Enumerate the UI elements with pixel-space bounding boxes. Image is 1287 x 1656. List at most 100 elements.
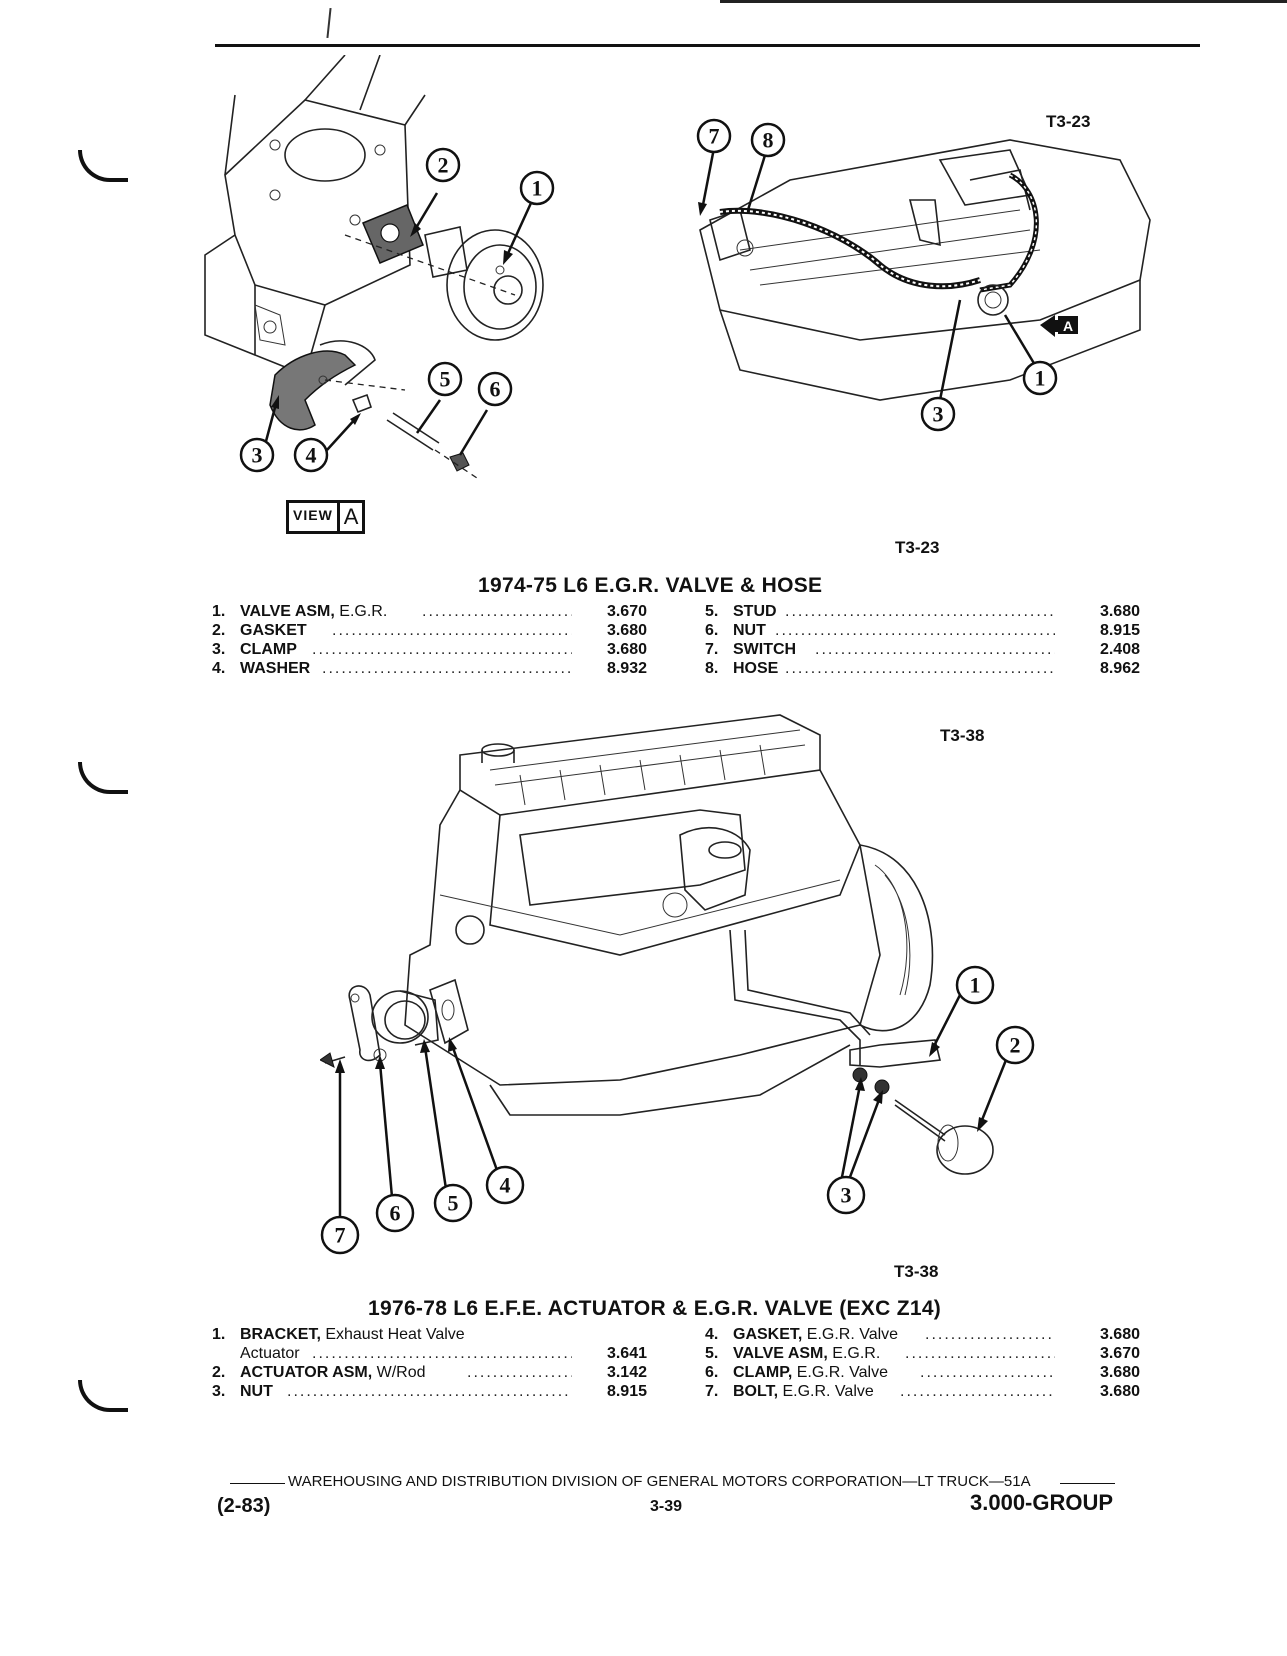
part-num: 1. [212,1326,226,1343]
part-num: 6. [705,622,719,639]
part-name: STUD [733,602,777,621]
part-name: GASKET [240,621,307,640]
footer-group: 3.000-GROUP [970,1490,1114,1515]
egr-valve-exploded-view: 1 2 3 4 5 6 [204,55,555,481]
part-num: 5. [705,603,719,620]
view-label-letter: A [343,504,359,529]
callout-4: 4 [293,437,329,473]
part-num: 6. [705,1364,719,1381]
leader-dots: ........................................… [775,622,1055,639]
part-code: 3.680 [1099,603,1140,620]
part-name: VALVE ASM, E.G.R. [733,1344,880,1363]
part-name-main: GASKET, [733,1326,803,1343]
callout-3: 3 [239,437,275,473]
part-name-main: GASKET [240,622,307,639]
part-row: 7. SWITCH................................… [705,640,1140,659]
part-num: 3. [212,1383,226,1400]
callout-8: 8 [750,122,786,158]
svg-text:6: 6 [490,377,501,402]
figure1-title: 1974-75 L6 E.G.R. VALVE & HOSE [478,574,823,597]
part-name-main: HOSE [733,660,779,677]
part-row: 4.GASKET, E.G.R. Valve..................… [705,1325,1140,1344]
part-code: 3.641 [606,1345,647,1362]
part-code: 8.915 [1099,622,1140,639]
svg-text:6: 6 [390,1201,401,1226]
part-row: 5.STUD..................................… [705,602,1140,621]
binder-hole-mark [78,1380,128,1412]
part-name-main: CLAMP [240,641,297,658]
part-row: 1. BRACKET, Exhaust Heat Valve [212,1325,647,1344]
part-name-main: ACTUATOR ASM, [240,1364,373,1381]
part-name-main: SWITCH [733,641,797,658]
callout-5: 5 [433,1183,473,1223]
part-name-sub: E.G.R. [827,1345,881,1362]
callout-1: 1 [519,170,555,206]
part-name-main: BRACKET, [240,1326,321,1343]
part-name-main: VALVE ASM, [240,603,335,620]
part-row: 6. CLAMP, E.G.R. Valve...................… [705,1363,1140,1382]
callout-4: 4 [485,1165,525,1205]
leader-dots: ....................... [925,1326,1055,1343]
part-num: 7. [705,1383,719,1400]
part-code: 3.670 [606,603,647,620]
svg-text:2: 2 [1010,1033,1021,1058]
svg-text:1: 1 [1035,366,1046,391]
l6-engine-efe-egr-illustration: 1 2 3 4 5 6 7 [320,714,1035,1255]
part-name: SWITCH [733,640,796,659]
part-num: 3. [212,641,226,658]
part-name-sub: Exhaust Heat Valve [320,1326,465,1343]
figure1-parts-left: 1.VALVE ASM, E.G.R......................… [212,602,647,678]
part-code: 8.962 [1099,660,1140,677]
svg-text:4: 4 [306,443,317,468]
part-name-main: NUT [733,622,766,639]
svg-text:3: 3 [841,1183,852,1208]
part-name-sub: W/Rod [372,1364,426,1381]
leader-dots: .................. [467,1364,572,1381]
part-name: WASHER [240,659,310,678]
svg-text:5: 5 [448,1191,459,1216]
part-code: 3.680 [1099,1383,1140,1400]
part-num: 2. [212,1364,226,1381]
callout-7: 7 [696,118,732,154]
part-name: VALVE ASM, E.G.R. [240,602,387,621]
part-code: 8.915 [606,1383,647,1400]
leader-dots: ........................................… [312,641,572,658]
part-num: 8. [705,660,719,677]
svg-text:3: 3 [252,443,263,468]
part-name: CLAMP, E.G.R. Valve [733,1363,888,1382]
svg-text:4: 4 [500,1173,511,1198]
part-name-main: WASHER [240,660,311,677]
figure2-title: 1976-78 L6 E.F.E. ACTUATOR & E.G.R. VALV… [368,1297,942,1320]
part-name-sub: E.G.R. Valve [778,1383,874,1400]
part-code: 3.680 [606,622,647,639]
leader-dots: ........................ [920,1364,1055,1381]
part-code: 3.670 [1099,1345,1140,1362]
part-code: 3.142 [606,1364,647,1381]
svg-text:3: 3 [933,402,944,427]
part-code: 3.680 [1099,1364,1140,1381]
leader-dots: ........................................… [312,1345,572,1362]
footer-page-number: 3-39 [650,1498,683,1515]
part-num: 4. [705,1326,719,1343]
callout-2: 2 [425,147,461,183]
leader-dots: ........................................… [815,641,1055,658]
view-label-word: VIEW [289,503,340,531]
footer-rule-right [1060,1483,1115,1484]
part-name-main: VALVE ASM, [733,1345,828,1362]
footer-rule-left [230,1483,285,1484]
margin-tick [326,7,332,39]
part-num: 7. [705,641,719,658]
binder-hole-mark [78,762,128,794]
part-name-main: CLAMP, [733,1364,793,1381]
callout-5: 5 [427,361,463,397]
part-num: 4. [212,660,226,677]
leader-dots: ........................................… [332,622,572,639]
part-row: 7.BOLT, E.G.R. Valve....................… [705,1382,1140,1401]
part-row: 2.GASKET................................… [212,621,647,640]
part-row: 6. NUT...................................… [705,621,1140,640]
figure1-ref-bottom: T3-23 [895,538,940,557]
part-name-main: STUD [733,603,777,620]
svg-text:7: 7 [335,1223,346,1248]
svg-text:7: 7 [709,124,720,149]
header-rule [215,44,1200,47]
